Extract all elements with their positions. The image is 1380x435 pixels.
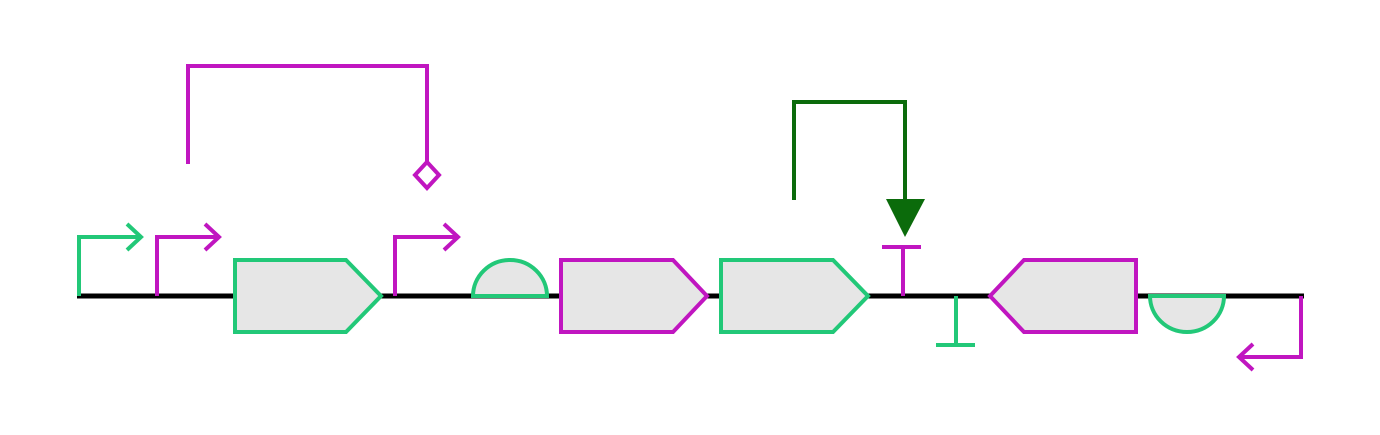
cds-magenta-1 [559, 258, 710, 334]
arrowhead-icon [442, 222, 461, 252]
terminator-green-reverse [936, 296, 975, 347]
arrowhead-icon [886, 199, 925, 237]
cds-magenta-reverse [987, 258, 1138, 334]
rbs-green-1 [470, 258, 550, 298]
diamond-icon [412, 159, 442, 191]
promoter-magenta-reverse [1236, 296, 1303, 372]
arrowhead-icon [203, 222, 222, 252]
terminator-magenta [882, 245, 921, 296]
regulation-activation-darkgreen [792, 100, 925, 237]
promoter-arrow-icon [393, 235, 458, 296]
promoter-magenta-1 [155, 222, 222, 296]
promoter-arrow-icon [1239, 296, 1303, 359]
promoter-magenta-2 [393, 222, 461, 296]
regulation-degradation-magenta [186, 64, 442, 191]
arrowhead-icon [125, 222, 144, 252]
arrowhead-icon [1236, 342, 1255, 372]
promoter-arrow-icon [77, 235, 141, 296]
rbs-green-reverse [1147, 294, 1227, 334]
promoter-arrow-icon [155, 235, 219, 296]
promoter-green-1 [77, 222, 144, 296]
cds-green-1 [233, 258, 384, 334]
cds-green-2 [719, 258, 871, 334]
